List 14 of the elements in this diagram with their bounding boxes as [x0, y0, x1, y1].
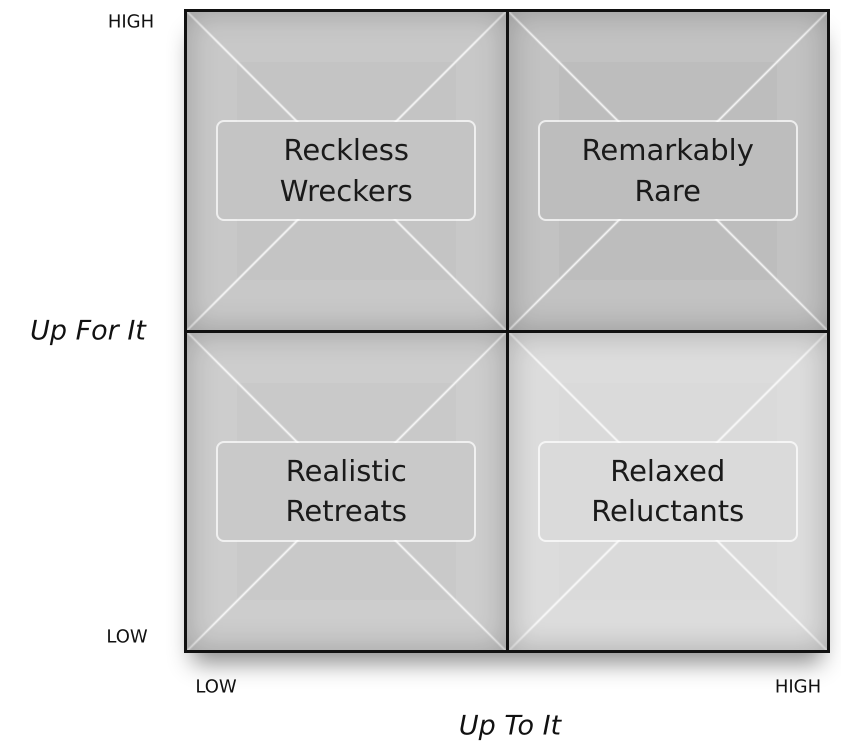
quadrant-label: Relaxed Reluctants: [540, 442, 796, 540]
axis-tick-label: HIGH: [108, 12, 154, 32]
axis-tick-label: HIGH: [774, 676, 822, 698]
quadrant-label: Reckless Wreckers: [218, 122, 474, 220]
quadrant-box: [187, 332, 506, 650]
axis-tick-label: LOW: [106, 626, 148, 648]
axis-title: Up For It: [30, 316, 146, 346]
quadrant-label: Remarkably Rare: [540, 122, 796, 220]
axis-tick-label: LOW: [195, 676, 237, 698]
quadrant-box: [508, 12, 827, 330]
quadrant-box: [508, 332, 827, 650]
axis-title: Up To It: [458, 710, 562, 742]
quadrant-box: [187, 12, 506, 330]
quadrant-label: Realistic Retreats: [218, 442, 474, 540]
